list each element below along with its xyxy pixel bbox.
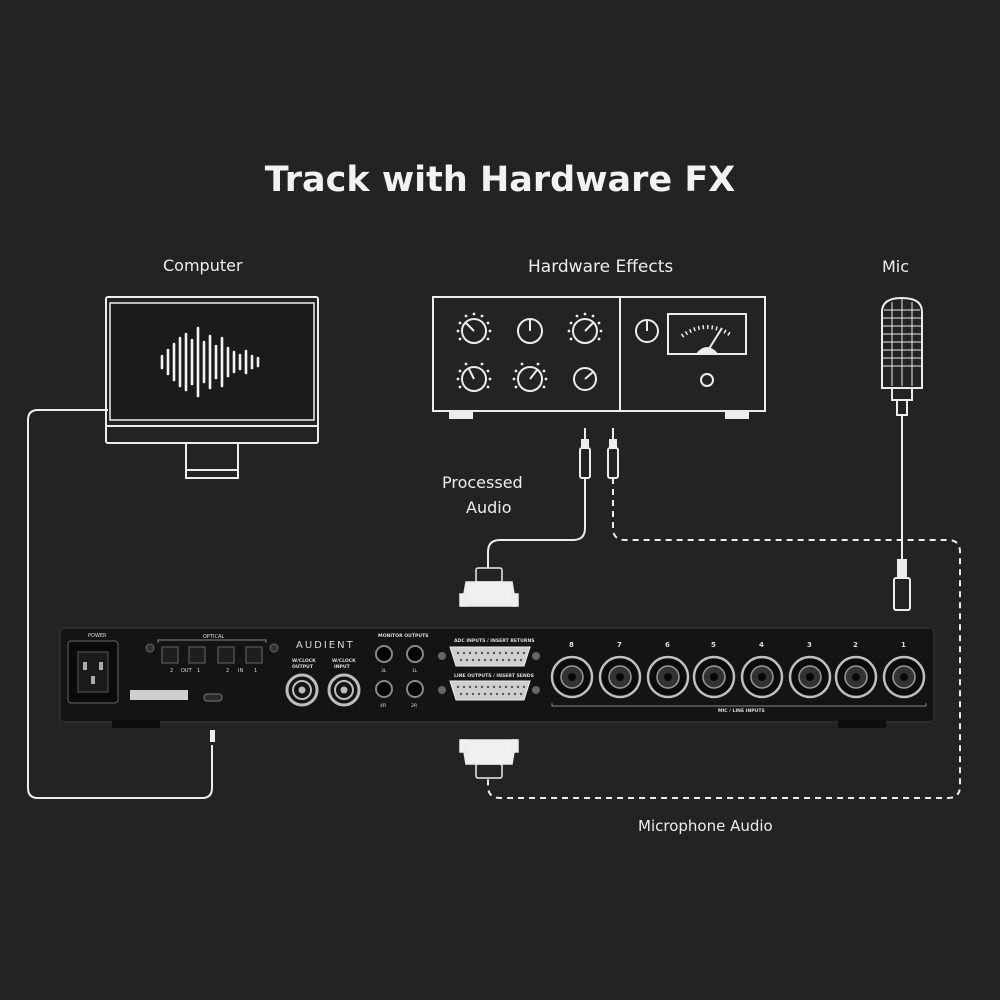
label-processed: Processed xyxy=(442,473,523,492)
processed-audio-cable xyxy=(487,478,586,568)
wclock-input-label: W/CLOCK xyxy=(332,658,356,664)
usb-c-port xyxy=(203,693,223,702)
channel-number: 8 xyxy=(569,641,574,649)
monitor-output-jacks xyxy=(375,645,424,698)
hardware-effects-unit xyxy=(432,296,766,419)
warning-sticker xyxy=(130,690,188,700)
adc-inputs-label: ADC INPUTS / INSERT RETURNS xyxy=(454,638,535,644)
jack-label: 2R xyxy=(411,703,418,709)
label-microphone-audio: Microphone Audio xyxy=(638,817,773,835)
jack-label: 1L xyxy=(412,668,418,674)
channel-number: 3 xyxy=(807,641,812,649)
jack-label: 4R xyxy=(380,703,387,709)
optical-ports xyxy=(161,646,263,664)
jack-label: 3L xyxy=(381,668,387,674)
microphone-audio-cable xyxy=(487,478,961,799)
dsub-ports xyxy=(438,646,540,701)
channel-number: 1 xyxy=(901,641,906,649)
vu-meter-icon xyxy=(667,313,747,387)
label-audio: Audio xyxy=(466,498,512,517)
wclock-output-label: W/CLOCK xyxy=(292,658,316,664)
label-mic: Mic xyxy=(882,257,910,276)
knob-icon xyxy=(461,318,659,392)
channel-number: 7 xyxy=(617,641,622,649)
microphone-icon xyxy=(881,296,923,416)
channel-number: 5 xyxy=(711,641,716,649)
optical-port-label: OUT xyxy=(181,668,193,674)
quarter-inch-jack-icons xyxy=(579,428,619,479)
xlr-plug-icon xyxy=(893,559,911,611)
channel-number: 4 xyxy=(759,641,764,649)
page-title: Track with Hardware FX xyxy=(264,160,736,200)
audio-interface-rear-panel: POWER OPTICAL 2 OUT 1 2 IN 1 AUDIENT W/C… xyxy=(59,627,935,742)
power-label: POWER xyxy=(88,633,107,639)
line-outputs-label: LINE OUTPUTS / INSERT SENDS xyxy=(454,673,534,679)
monitor-outputs-label: MONITOR OUTPUTS xyxy=(378,633,429,639)
bnc-connectors xyxy=(285,673,361,707)
label-hardware-effects: Hardware Effects xyxy=(528,257,674,277)
mic-line-inputs-label: MIC / LINE INPUTS xyxy=(718,708,765,714)
optical-port-label: 2 xyxy=(226,668,229,674)
combo-input-jacks xyxy=(550,655,926,699)
optical-port-label: 1 xyxy=(254,668,257,674)
optical-port-label: 2 xyxy=(170,668,173,674)
waveform-icon xyxy=(160,326,260,398)
usb-plug-icon xyxy=(210,730,215,742)
dsub-pins xyxy=(456,651,526,696)
wclock-output-label: OUTPUT xyxy=(292,664,314,670)
cables xyxy=(27,409,961,799)
optical-port-label: 1 xyxy=(197,668,200,674)
brand-logo: AUDIENT xyxy=(296,640,355,651)
wclock-input-label: INPUT xyxy=(334,664,351,670)
computer-icon xyxy=(105,296,319,479)
usb-cable xyxy=(27,409,213,799)
knob-tick-marks xyxy=(456,312,603,389)
optical-label: OPTICAL xyxy=(203,634,224,640)
optical-port-label: IN xyxy=(238,668,243,674)
channel-number: 6 xyxy=(665,641,670,649)
channel-number: 2 xyxy=(853,641,858,649)
dsub-connector-icon-bottom xyxy=(459,739,519,779)
dsub-connector-icon-top xyxy=(459,567,519,607)
label-computer: Computer xyxy=(163,256,243,275)
